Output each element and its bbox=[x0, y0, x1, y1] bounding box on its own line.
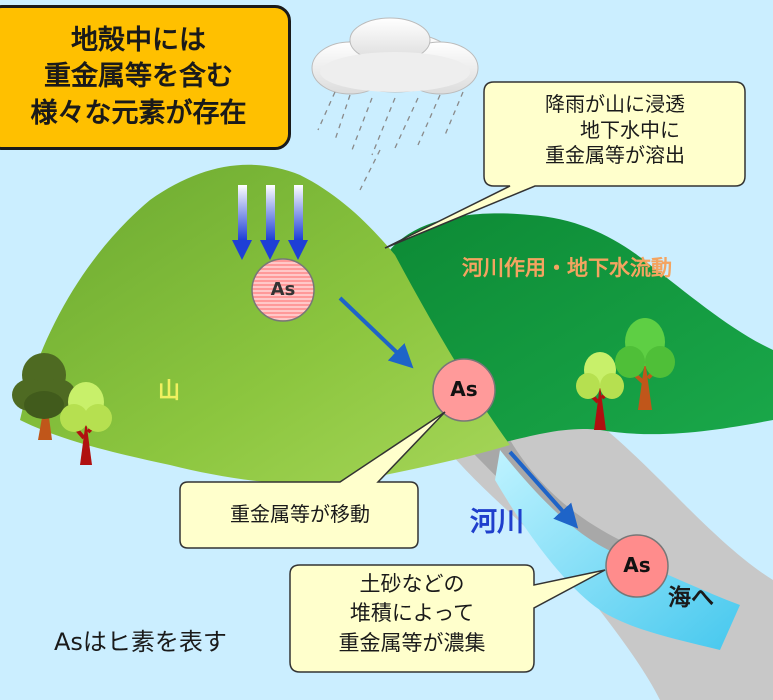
movement-arrow-2 bbox=[508, 450, 579, 529]
callout-deposit-line-2: 堆積によって bbox=[349, 601, 475, 626]
callout-rain-line-1: 降雨が山に浸透 bbox=[545, 92, 685, 116]
tree-light-right bbox=[576, 352, 624, 430]
as-label-ground: As bbox=[270, 279, 296, 300]
as-label-transport: As bbox=[450, 377, 478, 401]
mountain-light bbox=[20, 164, 510, 485]
callout-deposit-line-1: 土砂などの bbox=[359, 572, 465, 596]
callout-rain-line-2: 地下水中に bbox=[580, 117, 680, 142]
rain-lines bbox=[317, 91, 464, 191]
callout-deposit-line-3: 重金属等が濃集 bbox=[338, 630, 486, 655]
as-label-deposit: As bbox=[623, 553, 651, 577]
callout-rain-line-3: 重金属等が溶出 bbox=[545, 143, 685, 168]
river-water bbox=[495, 450, 740, 650]
label-river: 河川 bbox=[470, 507, 524, 538]
callout-move-shape bbox=[179, 411, 446, 549]
as-circle-transport bbox=[432, 358, 496, 422]
callout-rain-shape bbox=[384, 81, 746, 249]
callout-deposit: 土砂などの 堆積によって 重金属等が濃集 bbox=[292, 570, 532, 658]
title-line-1: 地殻中には bbox=[71, 24, 206, 56]
callout-rain: 降雨が山に浸透 地下水中に 重金属等が溶出 bbox=[490, 92, 740, 169]
tree-light-left bbox=[60, 382, 112, 465]
as-circle-ground bbox=[251, 258, 315, 322]
tree-green-right bbox=[615, 318, 675, 410]
infiltration-arrows bbox=[232, 185, 308, 260]
callout-deposit-shape bbox=[289, 564, 606, 673]
label-river-action: 河川作用・地下水流動 bbox=[462, 256, 672, 280]
title-line-2: 重金属等を含む bbox=[44, 61, 233, 93]
as-circle-deposit bbox=[605, 534, 669, 598]
cloud bbox=[311, 17, 479, 95]
title-box: 地殻中には 重金属等を含む 様々な元素が存在 bbox=[0, 5, 291, 150]
label-to-sea: 海へ bbox=[668, 585, 714, 611]
tree-dark-left bbox=[12, 353, 76, 440]
callout-move: 重金属等が移動 bbox=[185, 502, 415, 528]
callout-move-text: 重金属等が移動 bbox=[230, 502, 370, 526]
label-legend: Asはヒ素を表す bbox=[54, 628, 227, 656]
title-line-3: 様々な元素が存在 bbox=[30, 97, 247, 129]
movement-arrow-1 bbox=[338, 296, 414, 369]
label-mountain: 山 bbox=[158, 379, 181, 404]
